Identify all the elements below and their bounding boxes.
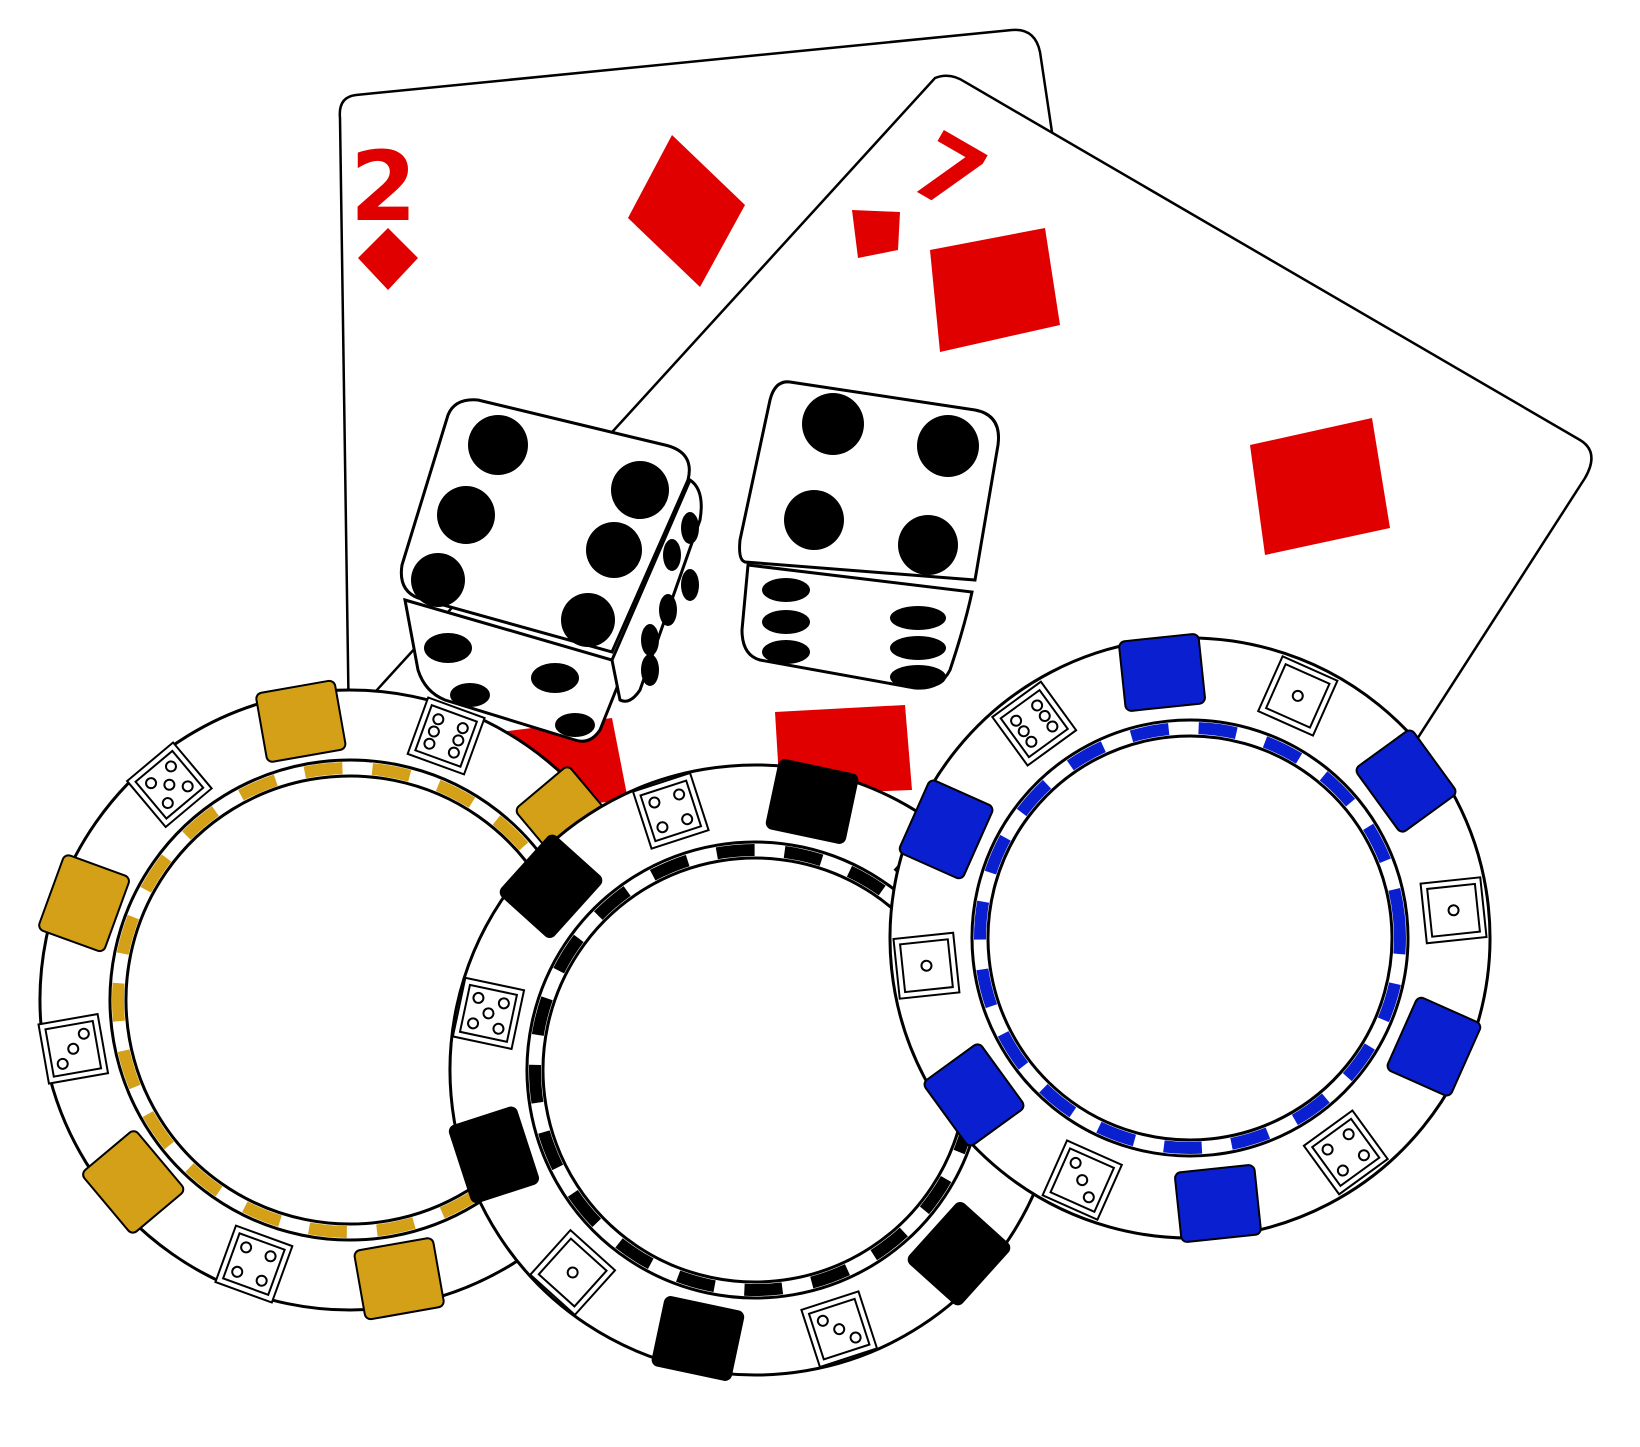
chip-spot bbox=[1355, 729, 1457, 833]
diamond-icon bbox=[930, 228, 1060, 352]
chip-spot bbox=[907, 1202, 1011, 1306]
dice-icon bbox=[37, 1012, 110, 1085]
chip-center bbox=[986, 734, 1394, 1142]
dice-icon bbox=[406, 696, 486, 776]
dice-icon bbox=[631, 771, 710, 850]
die-right bbox=[738, 380, 1001, 690]
chip-stripe bbox=[974, 722, 1406, 1154]
card-rank: 2 bbox=[350, 131, 417, 243]
dice-icon bbox=[528, 1228, 617, 1317]
dice-icon bbox=[892, 931, 961, 1000]
diamond-icon bbox=[628, 135, 745, 287]
chip-spot bbox=[1174, 1164, 1262, 1243]
chip-spot bbox=[38, 854, 130, 953]
dice-icon bbox=[1419, 876, 1488, 945]
dice-icon bbox=[990, 680, 1078, 767]
chip-spot bbox=[353, 1237, 445, 1321]
chip-spot bbox=[923, 1043, 1025, 1147]
dice-icon bbox=[214, 1224, 294, 1304]
dice-icon bbox=[451, 976, 526, 1051]
chip-spot bbox=[448, 1106, 540, 1204]
dice-icon bbox=[125, 741, 214, 829]
die-pips bbox=[411, 415, 699, 737]
dice-icon bbox=[800, 1290, 879, 1369]
chip-blue bbox=[888, 633, 1492, 1243]
poker-chips bbox=[37, 633, 1492, 1381]
die-left bbox=[399, 398, 703, 743]
chip-spot bbox=[651, 1296, 745, 1381]
die-pips bbox=[762, 393, 979, 689]
chip-spot bbox=[82, 1130, 185, 1234]
dice-icon bbox=[1041, 1139, 1124, 1222]
chip-spot bbox=[898, 779, 994, 880]
chip-spot bbox=[499, 834, 603, 938]
diamond-icon bbox=[852, 210, 900, 258]
chip-spot bbox=[1118, 633, 1206, 712]
dice-icon bbox=[1302, 1109, 1390, 1196]
diamond-icon bbox=[1250, 418, 1390, 555]
chip-spot bbox=[1386, 996, 1482, 1097]
chip-black bbox=[448, 759, 1062, 1381]
diamond-icon bbox=[358, 228, 418, 290]
dice-icon bbox=[1256, 654, 1339, 737]
chip-spot bbox=[255, 679, 347, 763]
chip-spot bbox=[765, 759, 859, 844]
